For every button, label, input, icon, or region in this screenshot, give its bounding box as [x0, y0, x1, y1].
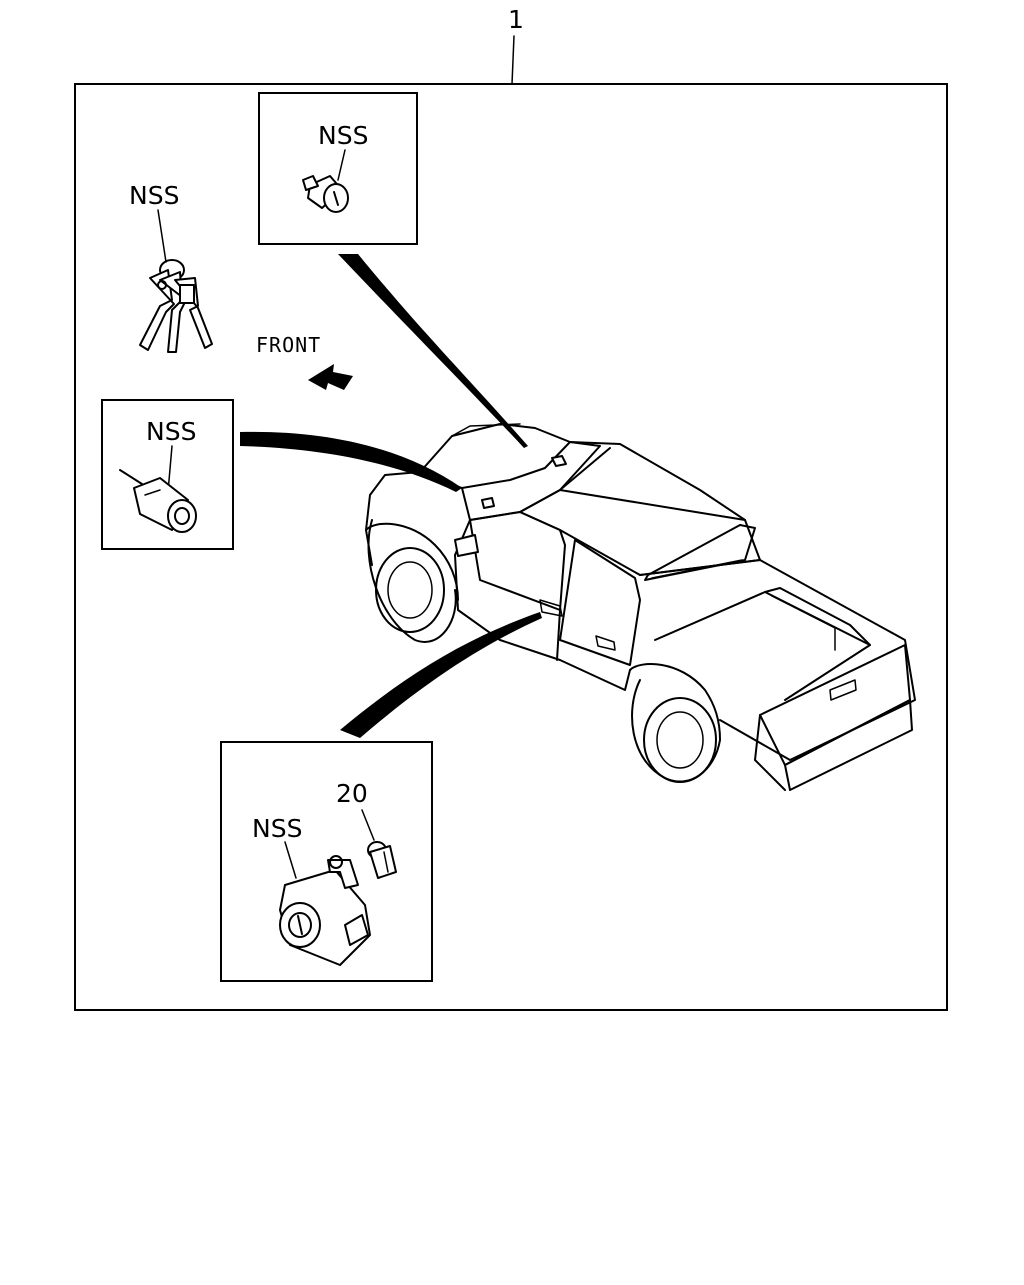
door-lock-leader	[284, 841, 297, 879]
key-set-icon	[139, 259, 213, 353]
assembly-callout: 1	[508, 5, 524, 34]
ignition-cylinder-icon	[119, 469, 197, 533]
assembly-leader-line	[511, 35, 515, 85]
door-lock-label: NSS	[252, 814, 302, 843]
pickup-truck-illustration	[365, 423, 916, 791]
inset-trunk-lock	[258, 92, 418, 245]
leader-ribbon-trunk-lock	[338, 254, 528, 448]
leader-ribbon-ignition	[240, 431, 462, 492]
door-lock-clip-leader	[361, 809, 375, 841]
door-lock-clip-label: 20	[336, 779, 368, 808]
trunk-lock-leader	[337, 149, 346, 181]
trunk-lock-label: NSS	[318, 121, 368, 150]
assembly-frame	[74, 83, 948, 1011]
leader-ribbon-door-lock	[340, 612, 542, 738]
front-arrow-icon	[308, 364, 353, 390]
lock-cylinder-icon	[302, 175, 349, 213]
ignition-lock-label: NSS	[146, 417, 196, 446]
key-set-leader	[157, 209, 167, 263]
door-lock-cylinder-icon	[279, 855, 371, 966]
front-direction-label: FRONT	[256, 333, 321, 357]
door-lock-clip-icon	[367, 841, 397, 879]
key-set-label: NSS	[129, 181, 179, 210]
